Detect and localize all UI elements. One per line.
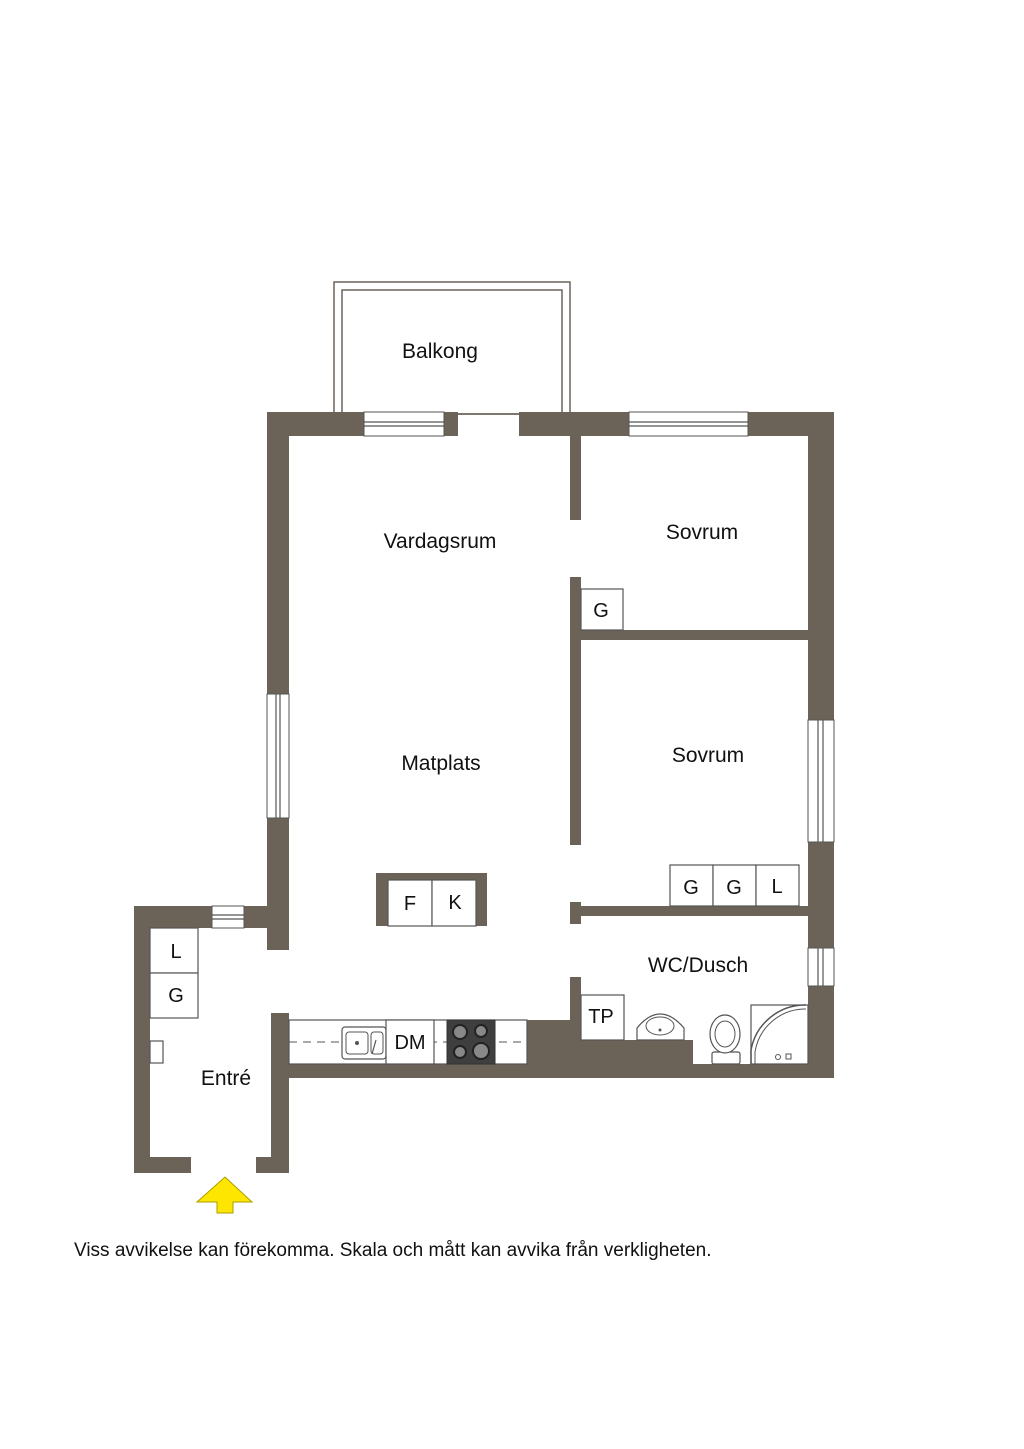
wardrobe-label: G xyxy=(168,985,184,1007)
room-label-vardagsrum: Vardagsrum xyxy=(384,530,497,553)
freezer-label: K xyxy=(448,892,462,914)
interior-walls xyxy=(570,436,808,1040)
entrance-walls xyxy=(134,906,289,1173)
room-label-sovrum-1: Sovrum xyxy=(666,521,738,544)
window-top-right xyxy=(628,411,749,437)
window-entrance xyxy=(211,905,245,929)
window-right-bathroom xyxy=(807,947,835,987)
washbasin-icon xyxy=(636,1013,685,1041)
room-label-matplats: Matplats xyxy=(401,752,480,775)
window-top-left xyxy=(363,411,445,437)
linen-closet-label: L xyxy=(170,941,181,963)
wardrobe-label: G xyxy=(683,877,699,899)
sink-icon xyxy=(341,1026,387,1060)
disclaimer-text: Viss avvikelse kan förekomma. Skala och … xyxy=(74,1240,712,1261)
room-label-balkong: Balkong xyxy=(402,340,478,363)
wardrobe-label: G xyxy=(726,877,742,899)
room-label-sovrum-2: Sovrum xyxy=(672,744,744,767)
bathroom-fixtures xyxy=(580,994,809,1065)
room-label-entre: Entré xyxy=(201,1067,251,1090)
window-left xyxy=(266,693,290,819)
entrance-arrow-icon xyxy=(195,1176,254,1214)
room-label-wc-dusch: WC/Dusch xyxy=(648,954,748,977)
kitchen-counter xyxy=(288,1019,528,1065)
wardrobe-label: G xyxy=(593,600,609,622)
toilet-icon xyxy=(709,1014,741,1065)
fridge-label: F xyxy=(404,893,416,915)
windows xyxy=(211,411,835,987)
outer-walls xyxy=(267,412,834,1078)
dishwasher-label: DM xyxy=(394,1032,425,1054)
fridge-freezer-unit xyxy=(376,873,487,927)
window-right-bedroom xyxy=(807,719,835,843)
shower-icon xyxy=(750,1004,809,1065)
linen-closet-label: L xyxy=(771,876,782,898)
bathroom-cabinet-label: TP xyxy=(588,1006,614,1028)
wardrobes xyxy=(149,588,800,1064)
stove-icon xyxy=(446,1019,496,1065)
